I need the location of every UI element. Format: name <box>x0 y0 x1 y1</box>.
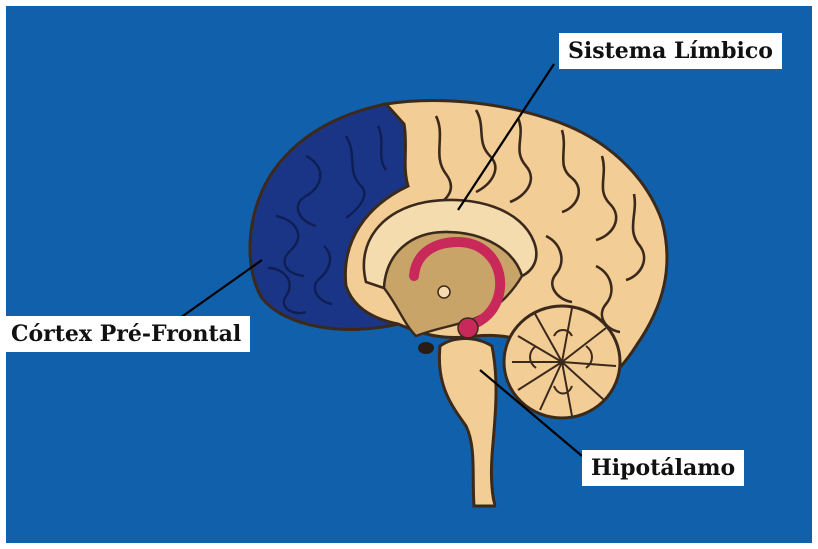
hypothalamus-node <box>458 318 478 338</box>
label-cortex-pre-frontal: Córtex Pré-Frontal <box>2 316 250 352</box>
cerebellum <box>504 306 620 418</box>
label-hipotalamo: Hipotálamo <box>582 450 744 486</box>
thalamus-dot <box>438 286 450 298</box>
pituitary <box>418 342 434 354</box>
label-sistema-limbico: Sistema Límbico <box>559 33 782 69</box>
